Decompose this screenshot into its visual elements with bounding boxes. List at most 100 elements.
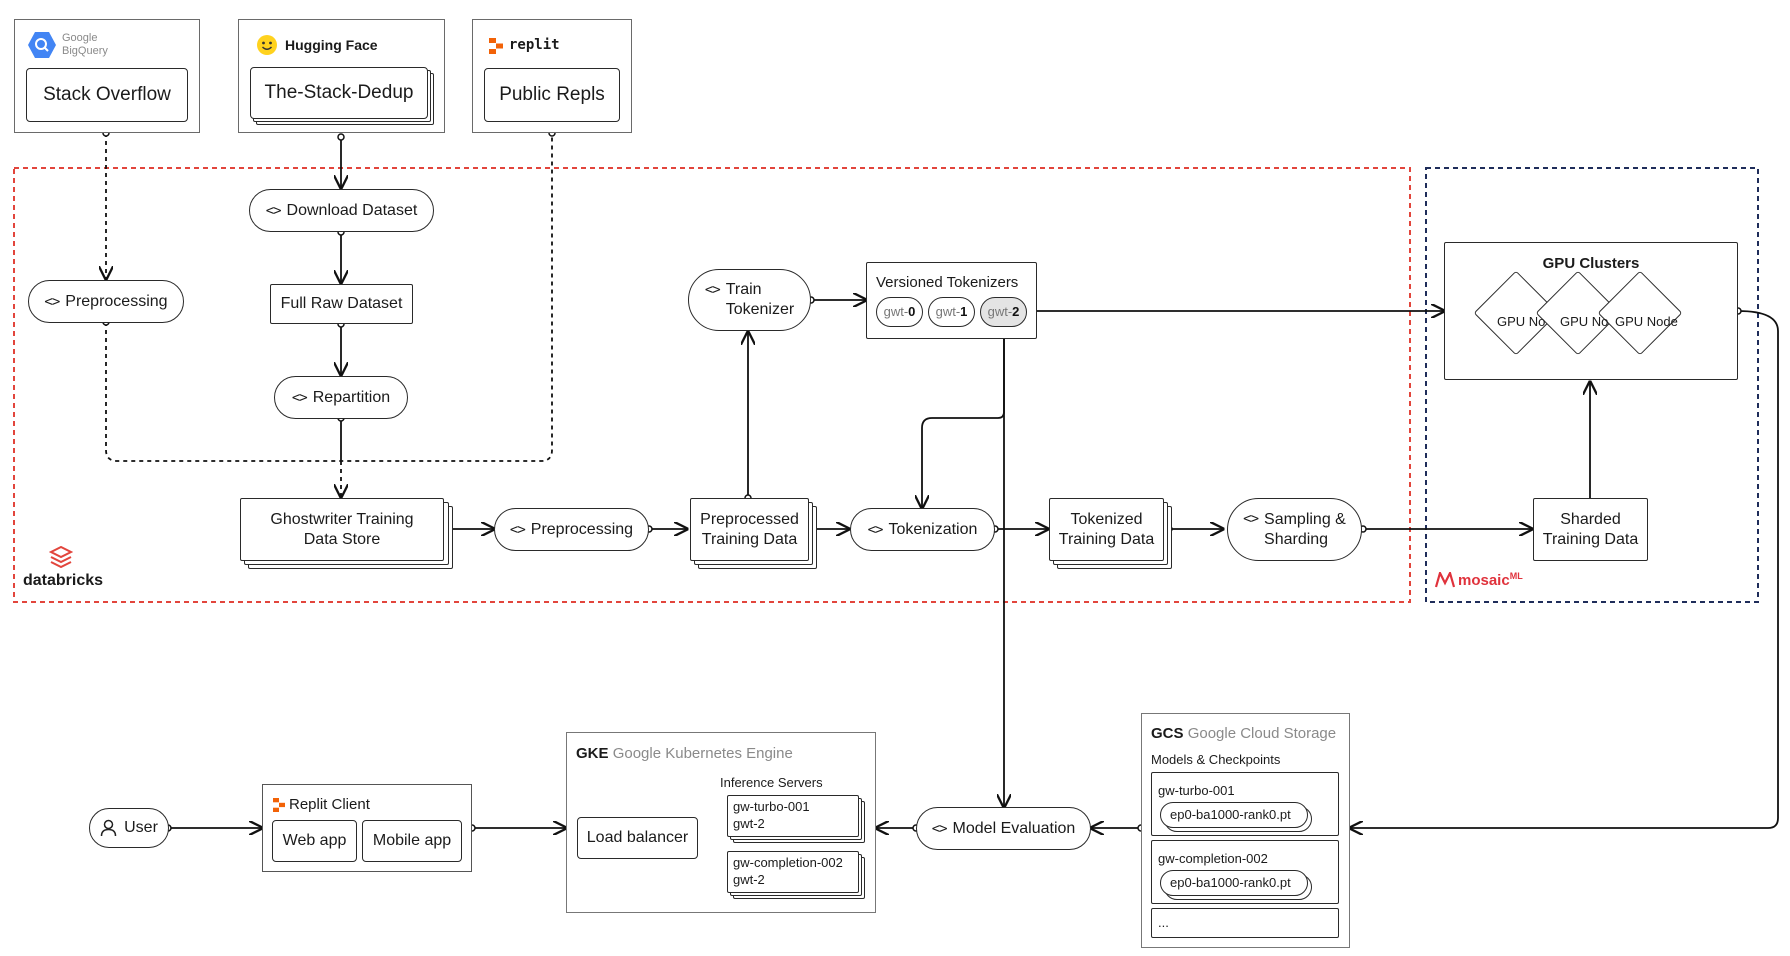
- sharded-training-data-node[interactable]: Sharded Training Data: [1533, 498, 1648, 561]
- model-name: gw-turbo-001: [1158, 783, 1235, 798]
- preprocessed-training-data-node[interactable]: Preprocessed Training Data: [690, 498, 809, 561]
- checkpoint-file[interactable]: ep0-ba1000-rank0.pt: [1160, 870, 1308, 896]
- model-card-gw-completion-002[interactable]: gw-completion-002 ep0-ba1000-rank0.pt: [1151, 840, 1339, 904]
- preprocessing-mid-label: Preprocessing: [530, 520, 634, 538]
- model-evaluation-node[interactable]: <>Model Evaluation: [916, 807, 1091, 850]
- gpu-node-3[interactable]: [1597, 270, 1683, 356]
- ghostwriter-store-line2: Data Store: [303, 530, 381, 548]
- inference-servers-title: Inference Servers: [720, 775, 823, 790]
- train-tokenizer-text: Train Tokenizer: [726, 280, 794, 320]
- full-raw-dataset-node[interactable]: Full Raw Dataset: [270, 284, 413, 324]
- model-evaluation-label: Model Evaluation: [952, 819, 1076, 837]
- tokenizer-prefix: gwt-: [987, 304, 1013, 319]
- tokenizer-chip-gwt-2[interactable]: gwt-2: [980, 297, 1027, 327]
- tokenization-label: Tokenization: [888, 520, 978, 538]
- the-stack-dedup-node[interactable]: The-Stack-Dedup: [250, 67, 428, 119]
- user-label: User: [124, 819, 158, 836]
- inference-server-gw-completion-002[interactable]: gw-completion-002 gwt-2: [727, 851, 859, 893]
- mobile-app-node[interactable]: Mobile app: [362, 820, 462, 862]
- sampling-line2: Sharding: [1264, 530, 1329, 548]
- gcs-abbr: GCS: [1151, 725, 1184, 742]
- versioned-tokenizers-panel: Versioned Tokenizers gwt-0 gwt-1 gwt-2: [866, 262, 1037, 339]
- gpu-node-3-label-box: GPU Node: [1615, 314, 1678, 334]
- download-dataset-node[interactable]: <>Download Dataset: [249, 189, 434, 232]
- sampling-sharding-node[interactable]: <> Sampling & Sharding: [1227, 498, 1362, 561]
- mosaic-logo-text: mosaicML: [1458, 571, 1523, 589]
- model-name: gw-completion-002: [1158, 851, 1268, 866]
- train-tokenizer-node[interactable]: <> Train Tokenizer: [688, 269, 811, 331]
- tokenizer-num: 1: [960, 304, 968, 319]
- mosaic-logo-sup: ML: [1509, 571, 1523, 581]
- code-icon: <>: [44, 293, 60, 310]
- replit-client-panel: Replit Client Web app Mobile app: [262, 784, 472, 872]
- tokenizer-chip-gwt-0[interactable]: gwt-0: [876, 297, 923, 327]
- ghostwriter-training-data-store-node[interactable]: Ghostwriter Training Data Store: [240, 498, 444, 561]
- more-models-card[interactable]: ...: [1151, 908, 1339, 938]
- mosaic-logo-word: mosaic: [1458, 572, 1510, 589]
- sharded-line2: Training Data: [1542, 530, 1639, 548]
- tokenized-training-data-node[interactable]: Tokenized Training Data: [1049, 498, 1164, 561]
- stack-overflow-node[interactable]: Stack Overflow: [26, 68, 188, 122]
- versioned-tokenizers-title: Versioned Tokenizers: [876, 274, 1019, 291]
- code-icon: <>: [867, 521, 884, 538]
- mosaic-icon: [1434, 569, 1456, 588]
- sampling-sharding-text: Sampling & Sharding: [1264, 510, 1346, 550]
- bigquery-brand-line1: Google: [62, 32, 98, 44]
- tokenized-line1: Tokenized: [1070, 510, 1143, 528]
- gcs-name: Google Cloud Storage: [1187, 725, 1337, 742]
- train-tokenizer-line1: Train: [725, 281, 762, 298]
- gke-abbr: GKE: [576, 745, 609, 762]
- user-node[interactable]: User: [89, 808, 169, 848]
- model-card-gw-turbo-001[interactable]: gw-turbo-001 ep0-ba1000-rank0.pt: [1151, 772, 1339, 836]
- repartition-label: Repartition: [312, 388, 391, 406]
- tokenized-line2: Training Data: [1058, 530, 1155, 548]
- sampling-line1: Sampling &: [1264, 510, 1346, 528]
- more-models-label: ...: [1158, 915, 1169, 930]
- checkpoint-file[interactable]: ep0-ba1000-rank0.pt: [1160, 802, 1308, 828]
- web-app-node[interactable]: Web app: [272, 820, 357, 862]
- gcs-panel: GCS Google Cloud Storage Models & Checkp…: [1141, 713, 1350, 948]
- server-tokenizer: gwt-2: [733, 872, 765, 887]
- databricks-logo-text: databricks: [23, 572, 104, 589]
- inference-server-gw-turbo-001[interactable]: gw-turbo-001 gwt-2: [727, 795, 859, 837]
- gpu-node-2-label: GPU Node: [1560, 314, 1608, 329]
- code-icon: <>: [265, 202, 282, 219]
- tokenizer-prefix: gwt-: [883, 304, 909, 319]
- tokenizer-chip-gwt-1[interactable]: gwt-1: [928, 297, 975, 327]
- preprocessing-left-node[interactable]: <> Preprocessing: [28, 280, 184, 323]
- load-balancer-node[interactable]: Load balancer: [577, 817, 698, 859]
- models-checkpoints-title: Models & Checkpoints: [1151, 752, 1281, 767]
- download-dataset-label: Download Dataset: [286, 201, 418, 219]
- bigquery-source-card: Google BigQuery Stack Overflow: [14, 19, 200, 133]
- server-tokenizer: gwt-2: [733, 816, 765, 831]
- replit-icon: [273, 798, 285, 812]
- tokenization-node[interactable]: <>Tokenization: [850, 508, 995, 551]
- preprocessing-mid-node[interactable]: <>Preprocessing: [494, 508, 649, 551]
- gke-name: Google Kubernetes Engine: [612, 745, 793, 762]
- tokenizer-prefix: gwt-: [935, 304, 961, 319]
- replit-client-title: Replit Client: [289, 796, 370, 813]
- gpu-node-3-label: GPU Node: [1615, 314, 1678, 329]
- replit-icon: [489, 38, 503, 54]
- public-repls-node[interactable]: Public Repls: [484, 68, 620, 122]
- replit-brand: replit: [509, 37, 560, 53]
- replit-source-card: replit Public Repls: [472, 19, 632, 133]
- server-name: gw-turbo-001: [733, 799, 810, 814]
- hugging-face-icon: [255, 33, 279, 57]
- huggingface-source-card: Hugging Face The-Stack-Dedup: [238, 19, 445, 133]
- databricks-icon: [48, 545, 74, 569]
- gke-title: GKE Google Kubernetes Engine: [576, 745, 793, 762]
- preprocessed-line1: Preprocessed: [700, 510, 799, 528]
- repartition-node[interactable]: <>Repartition: [274, 376, 408, 419]
- preprocessing-left-label: Preprocessing: [65, 292, 168, 310]
- bigquery-brand-line2: BigQuery: [62, 45, 108, 57]
- user-icon: [100, 819, 117, 837]
- bigquery-icon: [27, 30, 57, 60]
- server-name: gw-completion-002: [733, 855, 843, 870]
- gcs-title: GCS Google Cloud Storage: [1151, 725, 1336, 742]
- tokenizer-num: 2: [1012, 304, 1020, 319]
- huggingface-brand: Hugging Face: [285, 37, 378, 53]
- sharded-line1: Sharded: [1560, 510, 1621, 528]
- gpu-clusters-title: GPU Clusters: [1542, 255, 1640, 272]
